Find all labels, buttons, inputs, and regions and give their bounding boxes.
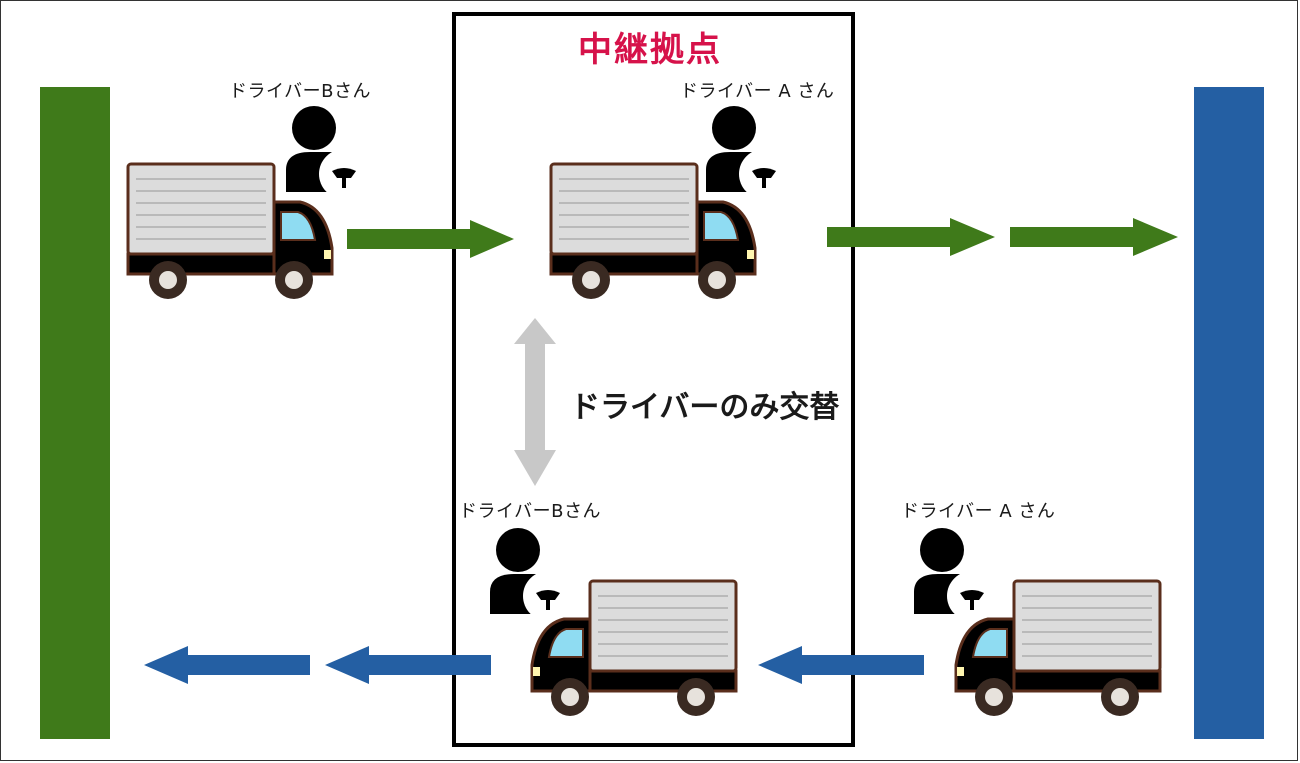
origin-pillar	[40, 87, 110, 739]
driver-label-top-hub: ドライバー A さん	[680, 81, 835, 102]
driver-icon: #drv2 .dcol{fill:#245fa3} #drv2 .dstroke…	[706, 106, 789, 199]
arrow-icon	[144, 646, 310, 684]
driver-icon: #drv4 .dcol{fill:#245fa3} #drv4 .dstroke…	[914, 528, 997, 621]
driver-icon: #drv3 .dcol{fill:#3f7a1a} #drv3 .dstroke…	[490, 528, 573, 621]
driver-label-bottom-hub: ドライバーBさん	[459, 501, 601, 522]
arrow-icon	[827, 218, 995, 256]
arrow-icon	[347, 220, 514, 258]
swap-arrow	[514, 318, 556, 486]
relay-hub-box	[452, 12, 855, 747]
destination-pillar	[1194, 87, 1264, 739]
driver-label-bottom-right: ドライバー A さん	[901, 501, 1056, 522]
driver-icon: #drv1 .dcol{fill:#3f7a1a} #drv1 .dstroke…	[286, 106, 369, 199]
hub-title: 中継拠点	[578, 30, 722, 70]
swap-label: ドライバーのみ交替	[570, 390, 840, 425]
driver-label-top-left: ドライバーBさん	[229, 81, 371, 102]
arrow-icon	[1010, 218, 1178, 256]
arrow-icon	[758, 646, 924, 684]
arrow-icon	[325, 646, 491, 684]
